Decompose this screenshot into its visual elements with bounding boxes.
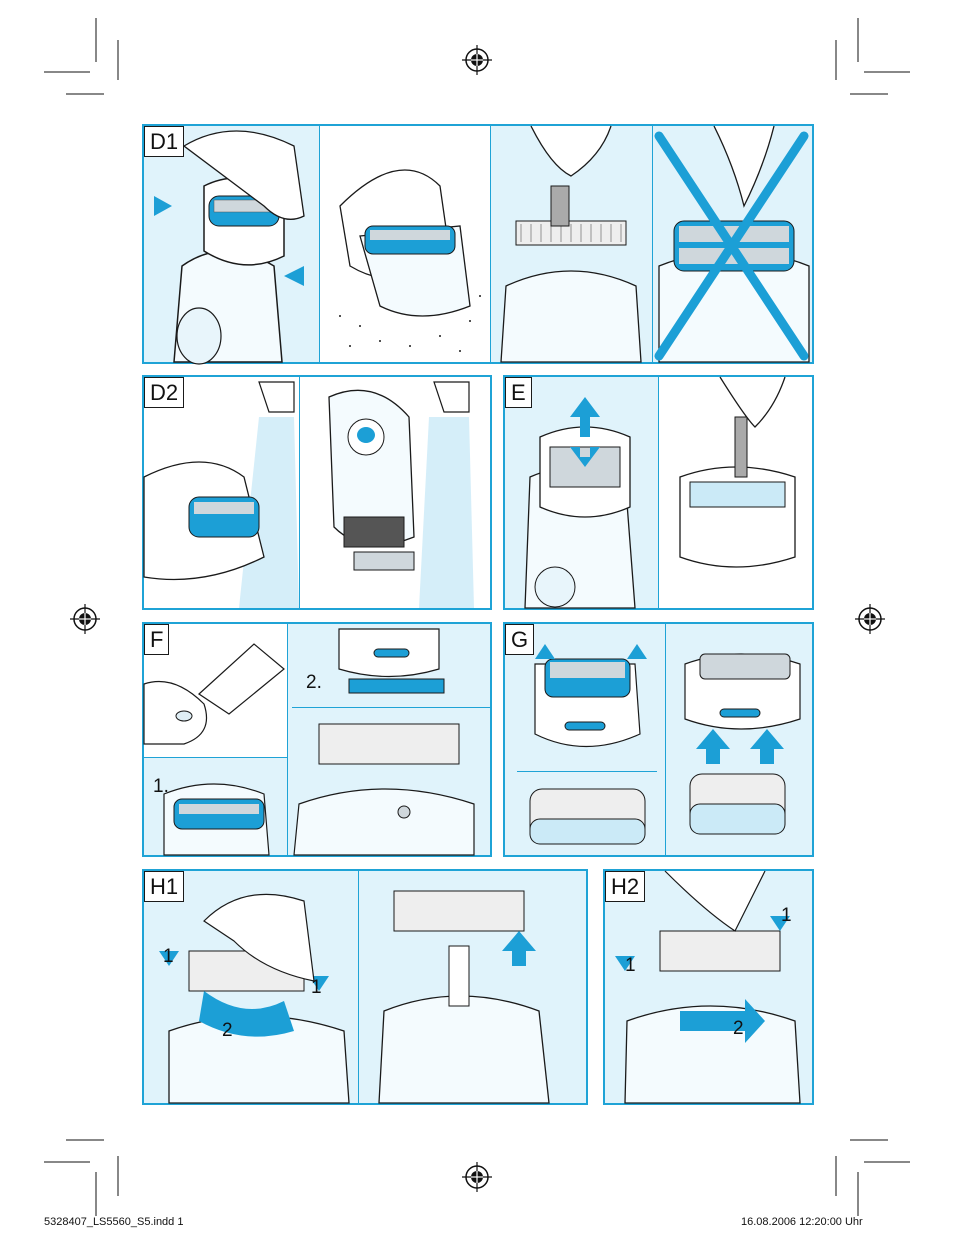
lubrication-illustration bbox=[143, 628, 475, 856]
tap-out-hairs-illustration bbox=[339, 169, 481, 352]
panel-label-g: G bbox=[505, 624, 535, 655]
cutter-block-removal-illustration bbox=[159, 890, 550, 1104]
foil-replacement-illustration bbox=[529, 644, 801, 845]
incorrect-cleaning-illustration bbox=[654, 125, 810, 363]
cutter-removal-illustration bbox=[524, 376, 796, 609]
registration-mark-left bbox=[70, 604, 100, 634]
registration-mark-bottom bbox=[462, 1162, 492, 1192]
rinse-under-tap-illustration bbox=[143, 381, 474, 608]
step-number: 2 bbox=[733, 1018, 744, 1039]
registration-mark-right bbox=[855, 604, 885, 634]
panel-label-d2: D2 bbox=[144, 377, 185, 408]
footer-filename: 5328407_LS5560_S5.indd 1 bbox=[44, 1216, 184, 1228]
cutter-block-insertion-illustration bbox=[615, 870, 801, 1104]
step-number: 1 bbox=[163, 946, 174, 967]
panel-label-f: F bbox=[144, 624, 170, 655]
panel-label-h2: H2 bbox=[605, 871, 646, 902]
registration-mark-top bbox=[462, 45, 492, 75]
step-number: 1 bbox=[625, 955, 636, 976]
step-number: 2 bbox=[222, 1020, 233, 1041]
panel-label-h1: H1 bbox=[144, 871, 185, 902]
step-number: 1 bbox=[781, 905, 792, 926]
panel-label-d1: D1 bbox=[144, 126, 185, 157]
panel-label-e: E bbox=[505, 377, 532, 408]
brush-cleaning-illustration bbox=[500, 125, 642, 363]
footer-timestamp: 16.08.2006 12:20:00 Uhr bbox=[741, 1216, 863, 1228]
step-number: 2. bbox=[306, 672, 322, 693]
step-number: 1 bbox=[311, 977, 322, 998]
step-number: 1. bbox=[153, 776, 169, 797]
shaver-foil-removal-illustration bbox=[154, 130, 305, 365]
